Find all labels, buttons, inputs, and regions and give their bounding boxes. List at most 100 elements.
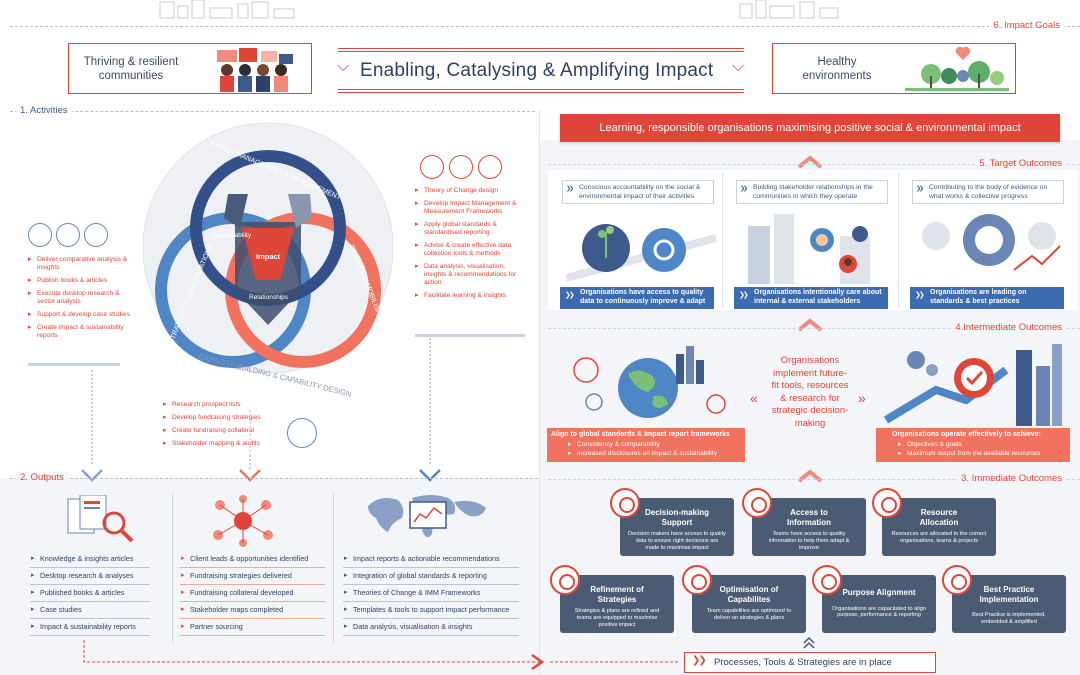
intermediate-left-title: Align to global standards & impact repor… [551, 431, 730, 438]
list-item: Advise & create effective data collectio… [415, 242, 523, 258]
megaphone-icon [478, 155, 502, 179]
growth-award-illustration [883, 344, 1062, 426]
list-item: Deliver comparative analysis & insights [28, 256, 130, 272]
list-item: Theories of Change & IMM Frameworks [343, 585, 519, 602]
list-item: Consistency & comparability [568, 441, 738, 449]
goal-box-communities: Thriving & resilient communities [68, 43, 312, 94]
headline-text: Learning, responsible organisations maxi… [599, 122, 1021, 134]
resource-gear-icon [872, 488, 902, 518]
card-description: Team capabilities are optimized to deliv… [706, 608, 792, 621]
card-description: Resources are allocated to the correct o… [891, 531, 987, 544]
goal-environments-label: Healthy environments [802, 56, 872, 82]
chevron-down-icon: ⌵ [732, 58, 745, 75]
processes-connector [83, 640, 680, 670]
target-outcome-1-top: Conscious accountability on the social &… [562, 180, 714, 204]
activities-bottom-list: Research prospect lists Develop fundrais… [163, 401, 283, 453]
list-item: Execute desktop research & sector analys… [28, 290, 130, 306]
gears-illustration [922, 214, 1061, 271]
list-item: Publish books & articles [28, 277, 130, 285]
goal-box-environments: Healthy environments [772, 43, 1016, 94]
activities-left-list: Deliver comparative analysis & insights … [28, 256, 130, 345]
section-label-immediate: 3. Immediate Outcomes [957, 473, 1066, 484]
list-item: Stakeholder mapping & audits [163, 440, 283, 448]
card-description: Best Practice is implemented, embedded &… [972, 612, 1046, 625]
heads-growth-illustration [566, 224, 716, 282]
activities-venn-diagram [142, 122, 394, 374]
list-item: Data analysis, visualisation & insights [343, 619, 519, 636]
immediate-card-access: Access to Information Teams have access … [752, 498, 866, 556]
list-item: Create fundraising collateral [163, 427, 283, 435]
headline-bar [560, 114, 1060, 142]
goal-communities-label: Thriving & resilient communities [83, 56, 179, 82]
card-description: Organisations are capacitated to align p… [832, 605, 926, 619]
intermediate-right-list: Objectives & goals Maximum output from t… [898, 441, 1068, 459]
decision-target-icon [610, 488, 640, 518]
double-chevron-up-icon [803, 636, 815, 649]
list-item: Case studies [30, 602, 150, 619]
venn-label-impact: Impact [256, 252, 281, 261]
card-title: Refinement of Strategies [590, 585, 644, 604]
venn-overlap-care [288, 194, 312, 228]
section-label-target: 5. Target Outcomes [975, 158, 1066, 169]
section-label-activities: 1. Activities [16, 105, 72, 116]
list-item: Impact & sustainability reports [30, 619, 150, 636]
card-title: Purpose Alignment [842, 588, 916, 597]
target-outcome-2-bottom: Organisations intentionally care about i… [734, 287, 888, 309]
card-title: Resource Allocation [919, 508, 959, 527]
intermediate-center-text: Organisations implement future-fit tools… [771, 355, 849, 429]
checkmark-badge-icon [942, 565, 972, 595]
list-item: Stakeholder maps completed [180, 602, 325, 619]
info-icon [742, 488, 772, 518]
network-icon [449, 155, 473, 179]
research-illustration [67, 495, 134, 543]
target-outcome-1-bottom: Organisations have access to quality dat… [560, 287, 714, 309]
chevron-up-icon [797, 469, 823, 483]
intermediate-right-title: Organisations operate effectively to ach… [892, 431, 1041, 438]
intermediate-left-list: Consistency & comparability Increased di… [568, 441, 738, 459]
outputs-col2-list: Client leads & opportunities identified … [180, 551, 325, 636]
list-item: Knowledge & insights articles [30, 551, 150, 568]
list-item: Increased disclosures on impact & sustai… [568, 450, 738, 458]
checklist-icon [550, 565, 580, 595]
network-illustration [213, 495, 273, 547]
list-item: Objectives & goals [898, 441, 1068, 449]
list-item: Impact reports & actionable recommendati… [343, 551, 519, 568]
target-outcome-3-bottom: Organisations are leading on standards &… [910, 287, 1064, 309]
gear-icon [84, 223, 108, 247]
list-item: Desktop research & analyses [30, 568, 150, 585]
list-item: Develop fundraising strategies [163, 414, 283, 422]
team-icon [682, 565, 712, 595]
chevron-down-icon: ⌵ [337, 58, 350, 75]
list-item: Fundraising strategies delivered [180, 568, 325, 585]
outputs-col3-list: Impact reports & actionable recommendati… [343, 551, 519, 636]
venn-label-accountability: Accountability [211, 232, 252, 239]
handshake-icon [812, 565, 842, 595]
list-item: Data analysis, visualisation, insights &… [415, 263, 523, 287]
nature-illustration [905, 46, 1009, 91]
section-label-outputs: 2. Outputs [16, 472, 68, 483]
target-outcome-3-top: Contributing to the body of evidence on … [912, 180, 1064, 204]
chevron-left-icon: « [750, 390, 758, 406]
chevron-up-icon [797, 318, 823, 332]
chevron-up-icon [797, 155, 823, 169]
card-title: Optimisation of Capabilites [719, 585, 779, 604]
list-item: Integration of global standards & report… [343, 568, 519, 585]
processes-text: Processes, Tools & Strategies are in pla… [714, 657, 892, 668]
card-description: Teams have access to quality information… [768, 531, 850, 551]
list-item: Published books & articles [30, 585, 150, 602]
list-item: Develop Impact Management & Measurement … [415, 200, 523, 216]
report-icon [56, 223, 80, 247]
list-item: Facilitate learning & insights [415, 292, 523, 300]
venn-impact-center [242, 228, 294, 280]
list-item: Client leads & opportunities identified [180, 551, 325, 568]
banner-title: Enabling, Catalysing & Amplifying Impact [360, 60, 714, 81]
chevron-right-icon: » [858, 390, 866, 406]
list-item: Templates & tools to support impact perf… [343, 602, 519, 619]
outputs-col1-list: Knowledge & insights articles Desktop re… [30, 551, 150, 636]
money-bag-icon [287, 418, 317, 448]
people-illustration [217, 48, 293, 92]
card-description: Strategies & plans are refined and teams… [574, 608, 660, 628]
chart-icon [28, 223, 52, 247]
card-description: Decision makers have access to quality d… [628, 531, 726, 551]
card-title: Decision-making Support [644, 508, 709, 527]
